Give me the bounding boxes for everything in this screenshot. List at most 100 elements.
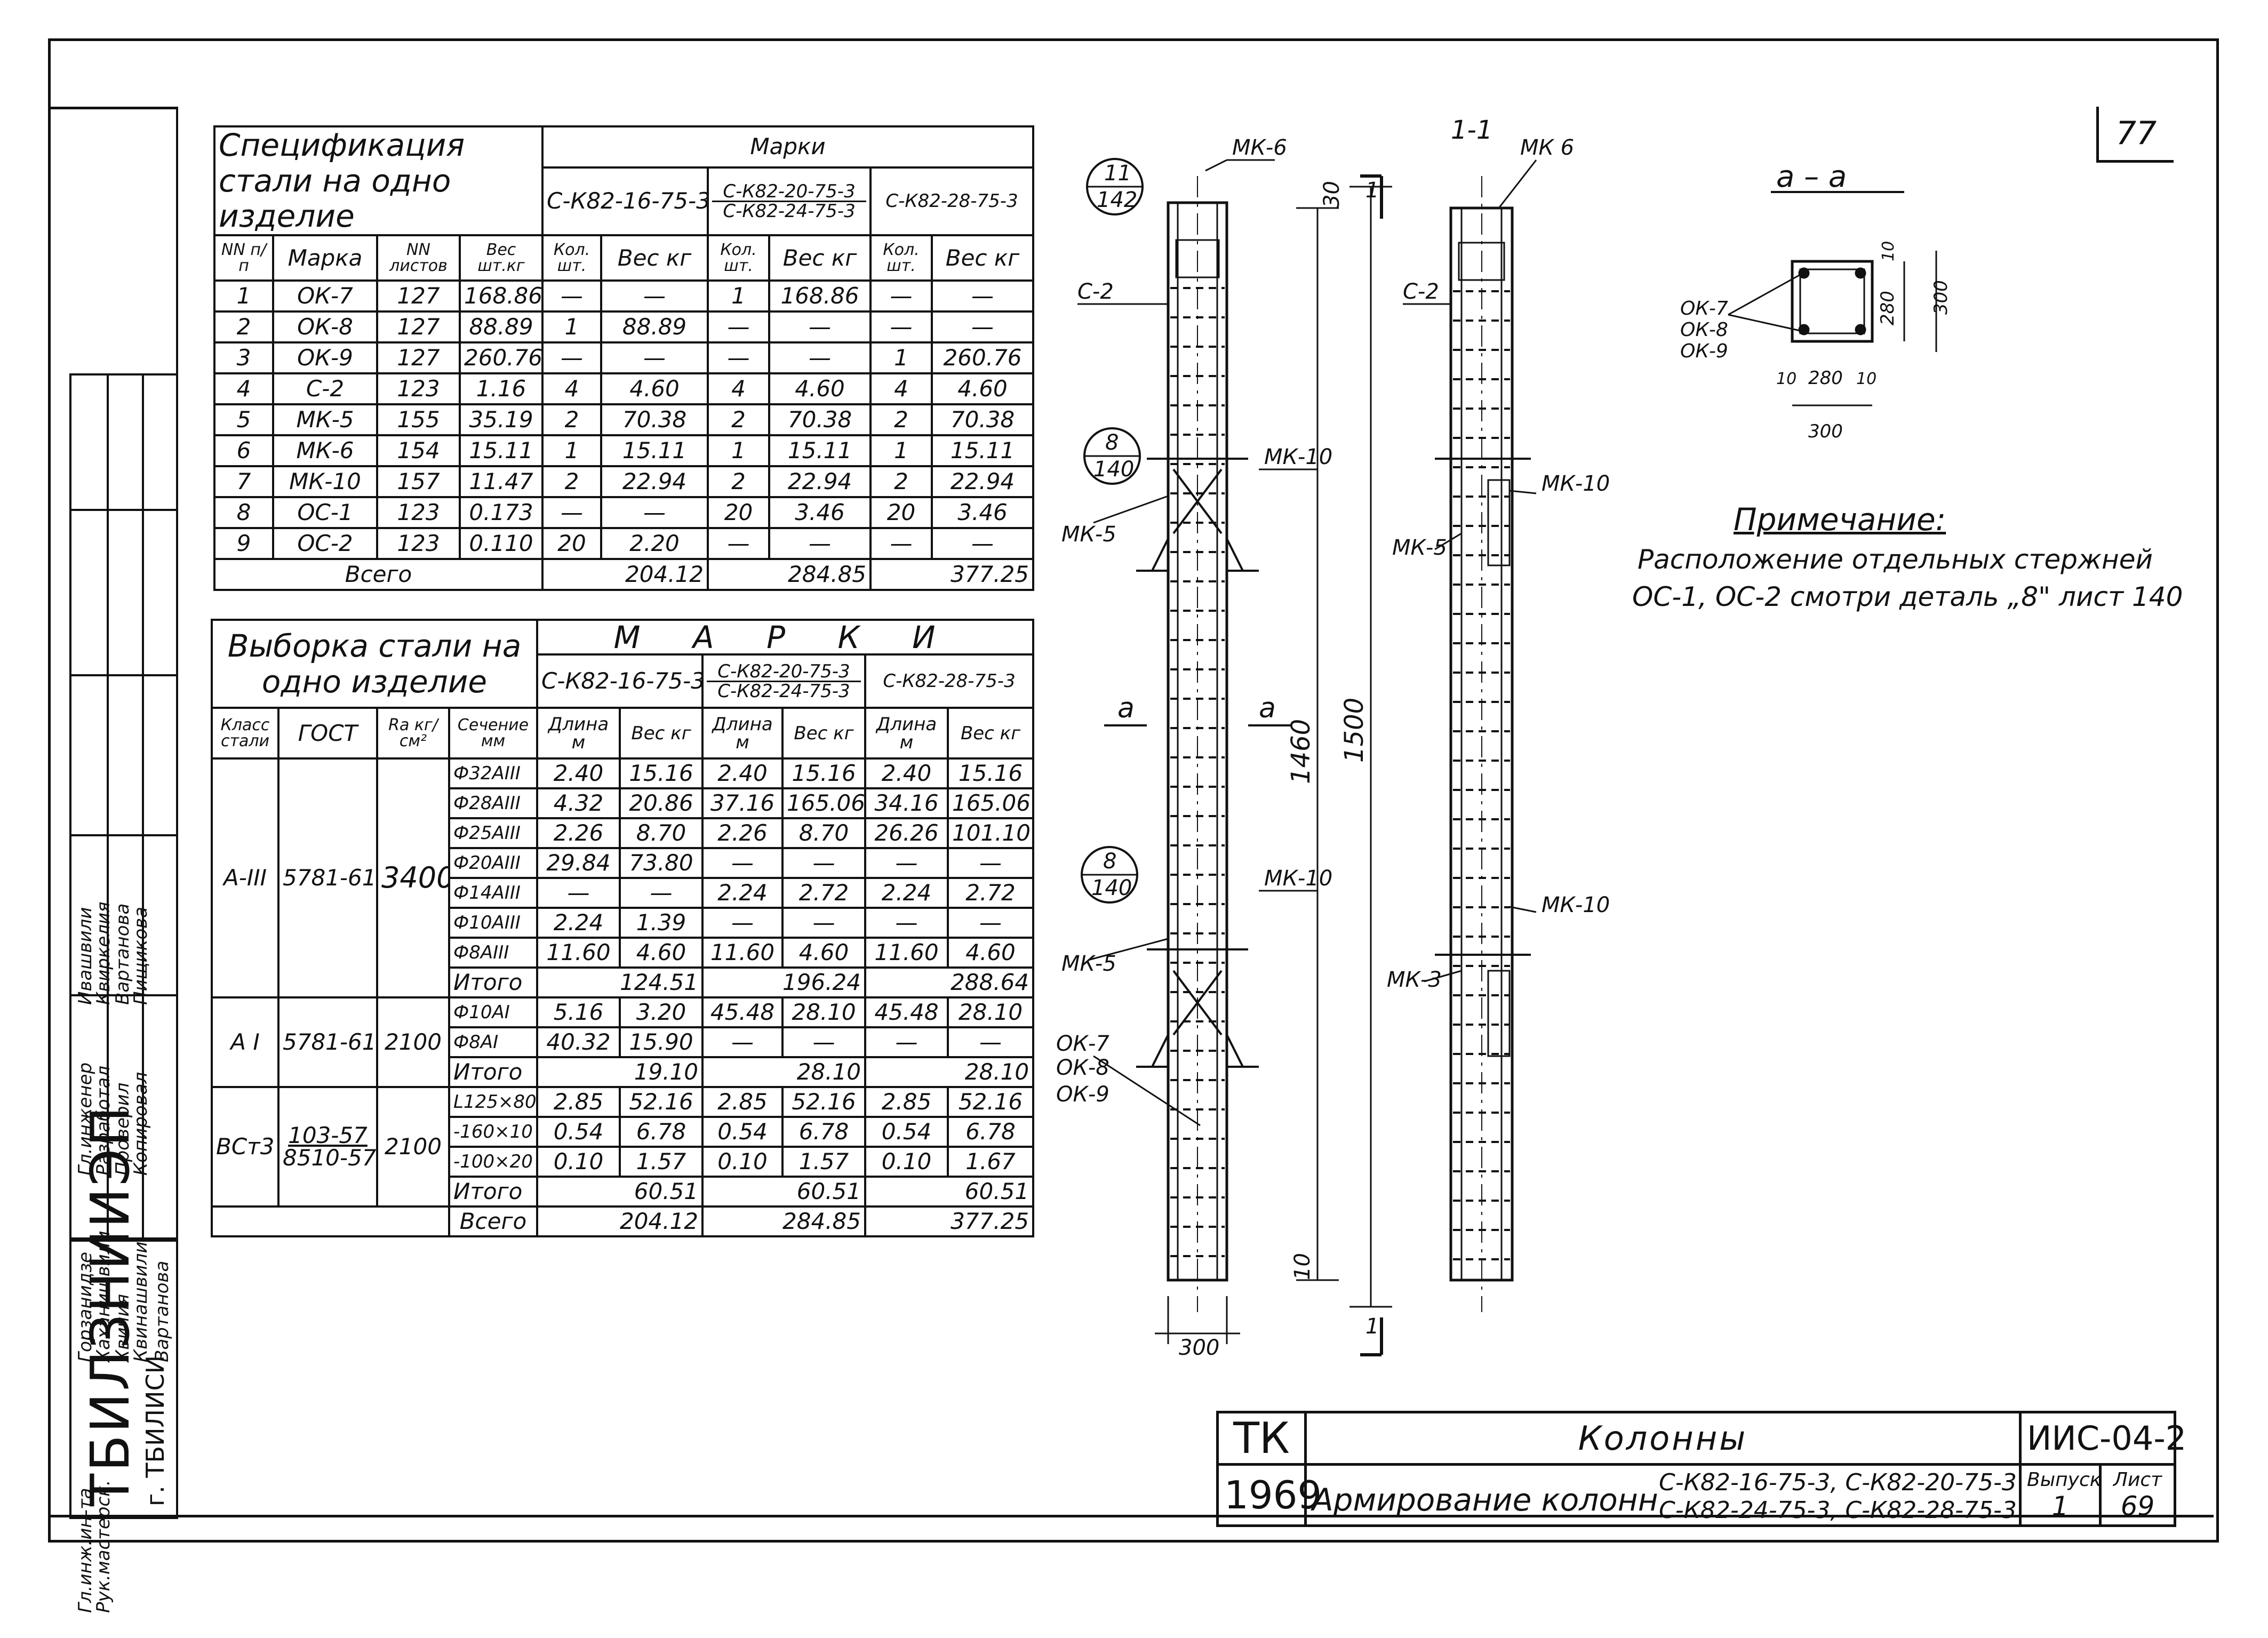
tb-issue-cell: Выпуск 1	[2019, 1463, 2102, 1527]
spec-marks-header: Марки	[541, 125, 1035, 169]
sel-gost-2: 8510-57	[283, 1145, 377, 1171]
sel-cell-lc: 0.10	[864, 1146, 949, 1178]
sel-cell-wb: 4.60	[781, 937, 866, 969]
spec-cell-qa: 1	[541, 310, 603, 344]
sel-col-w-a: Вес кг	[619, 707, 704, 760]
label-frac1-top: 11	[1104, 161, 1131, 186]
sel-cell-sec: Ф8АIII	[448, 937, 538, 969]
sel-cell-la: 29.84	[536, 847, 621, 879]
spec-cell-n: 4	[213, 372, 274, 406]
sel-subtotal-sub_c: 28.10	[864, 1056, 1035, 1088]
label-section-11: 1-1	[1451, 115, 1492, 145]
sel-gost: 5781-61	[277, 757, 378, 998]
spec-cell-mark: МК-6	[272, 434, 378, 468]
tb-issue: 1	[2051, 1490, 2069, 1522]
spec-mark-a: С-К82-16-75-3	[541, 166, 709, 237]
spec-cell-n: 6	[213, 434, 274, 468]
sel-cell-lb: 45.48	[701, 996, 784, 1028]
spec-cell-wa: 2.20	[600, 527, 709, 561]
spec-cell-qb: 4	[707, 372, 771, 406]
spec-table: Спецификация стали на одно изделие Марки…	[213, 125, 1035, 592]
sel-cell-lb: 0.54	[701, 1116, 784, 1148]
spec-cell-w: 11.47	[458, 465, 544, 499]
sel-subtotal-sub_a: 124.51	[536, 966, 704, 998]
spec-cell-wc: 15.11	[931, 434, 1035, 468]
sel-cell-wb: 165.06	[781, 787, 866, 819]
section-ok7: ОК-7	[1680, 298, 1728, 319]
stamp-name2-2: Квиркелия	[93, 901, 114, 1005]
label-mk3: МК-3	[1387, 968, 1442, 992]
spec-cell-wb: 70.38	[768, 403, 872, 437]
title-block: ТК Колонны ИИС-04-2 1969 Армирование кол…	[1216, 1411, 2186, 1527]
sel-cell-la: 40.32	[536, 1026, 621, 1058]
spec-total-b: 284.85	[707, 558, 872, 592]
sel-cell-wc: 6.78	[946, 1116, 1035, 1148]
spec-cell-qa: 1	[541, 434, 603, 468]
sel-cell-sec: Ф14АIII	[448, 877, 538, 909]
spec-cell-mark: МК-5	[272, 403, 378, 437]
tb-subtitle: Армирование колонн	[1312, 1482, 1658, 1518]
spec-cell-wc: 22.94	[931, 465, 1035, 499]
sel-cell-la: —	[536, 877, 621, 909]
spec-cell-qa: 20	[541, 527, 603, 561]
spec-cell-wc: —	[931, 279, 1035, 313]
spec-cell-w: 260.76	[458, 341, 544, 375]
label-ok7: ОК-7	[1056, 1032, 1109, 1056]
sel-gost: 5781-61	[277, 996, 378, 1088]
label-mk6: МК-6	[1232, 135, 1287, 160]
spec-cell-wb: —	[768, 527, 872, 561]
sel-subtotal-sub_b: 196.24	[701, 966, 866, 998]
sel-cell-la: 0.54	[536, 1116, 621, 1148]
section-280-v: 280	[1877, 291, 1898, 325]
sel-col-len-b: Длина м	[701, 707, 784, 760]
spec-title: Спецификация стали на одно изделие	[213, 125, 544, 237]
tb-tk: ТК	[1216, 1411, 1307, 1466]
spec-cell-qa: —	[541, 279, 603, 313]
sel-cell-wb: 8.70	[781, 817, 866, 849]
spec-cell-qc: —	[869, 279, 933, 313]
sel-total-b: 284.85	[701, 1205, 866, 1237]
spec-cell-mark: ОК-9	[272, 341, 378, 375]
sel-cell-sec: -100×20	[448, 1146, 538, 1178]
sel-cell-la: 11.60	[536, 937, 621, 969]
sel-cell-lc: —	[864, 1026, 949, 1058]
spec-cell-qc: 1	[869, 434, 933, 468]
spec-cell-qc: 20	[869, 496, 933, 530]
spec-cell-qa: —	[541, 496, 603, 530]
sel-cell-lc: 11.60	[864, 937, 949, 969]
spec-cell-wb: —	[768, 310, 872, 344]
sel-cell-lc: 2.40	[864, 757, 949, 789]
spec-cell-mark: ОС-1	[272, 496, 378, 530]
label-d300: 300	[1179, 1336, 1219, 1360]
sel-cell-la: 2.26	[536, 817, 621, 849]
org-city: г. ТБИЛИСИ	[141, 1355, 170, 1506]
sel-cell-wb: —	[781, 1026, 866, 1058]
label-mk5-a: МК-5	[1061, 522, 1116, 547]
spec-cell-wc: —	[931, 527, 1035, 561]
sel-cell-wc: 52.16	[946, 1086, 1035, 1118]
label-d10: 10	[1290, 1253, 1315, 1280]
sel-cell-wc: —	[946, 847, 1035, 879]
tb-issue-label: Выпуск	[2027, 1468, 2102, 1491]
sel-cell-wa: 20.86	[619, 787, 704, 819]
sel-class: А-III	[211, 757, 279, 998]
sel-cell-wb: 6.78	[781, 1116, 866, 1148]
spec-cell-sheet: 155	[376, 403, 461, 437]
sel-class: ВСт3	[211, 1086, 279, 1208]
sel-cell-la: 4.32	[536, 787, 621, 819]
sel-cell-lc: 0.54	[864, 1116, 949, 1148]
sel-cell-wb: 1.57	[781, 1146, 866, 1178]
sel-row: ВСт3103-578510-572100L125×80×122.8552.16…	[211, 1086, 1035, 1208]
spec-cell-qb: —	[707, 527, 771, 561]
spec-cell-sheet: 123	[376, 527, 461, 561]
spec-total-label: Всего	[213, 558, 544, 592]
